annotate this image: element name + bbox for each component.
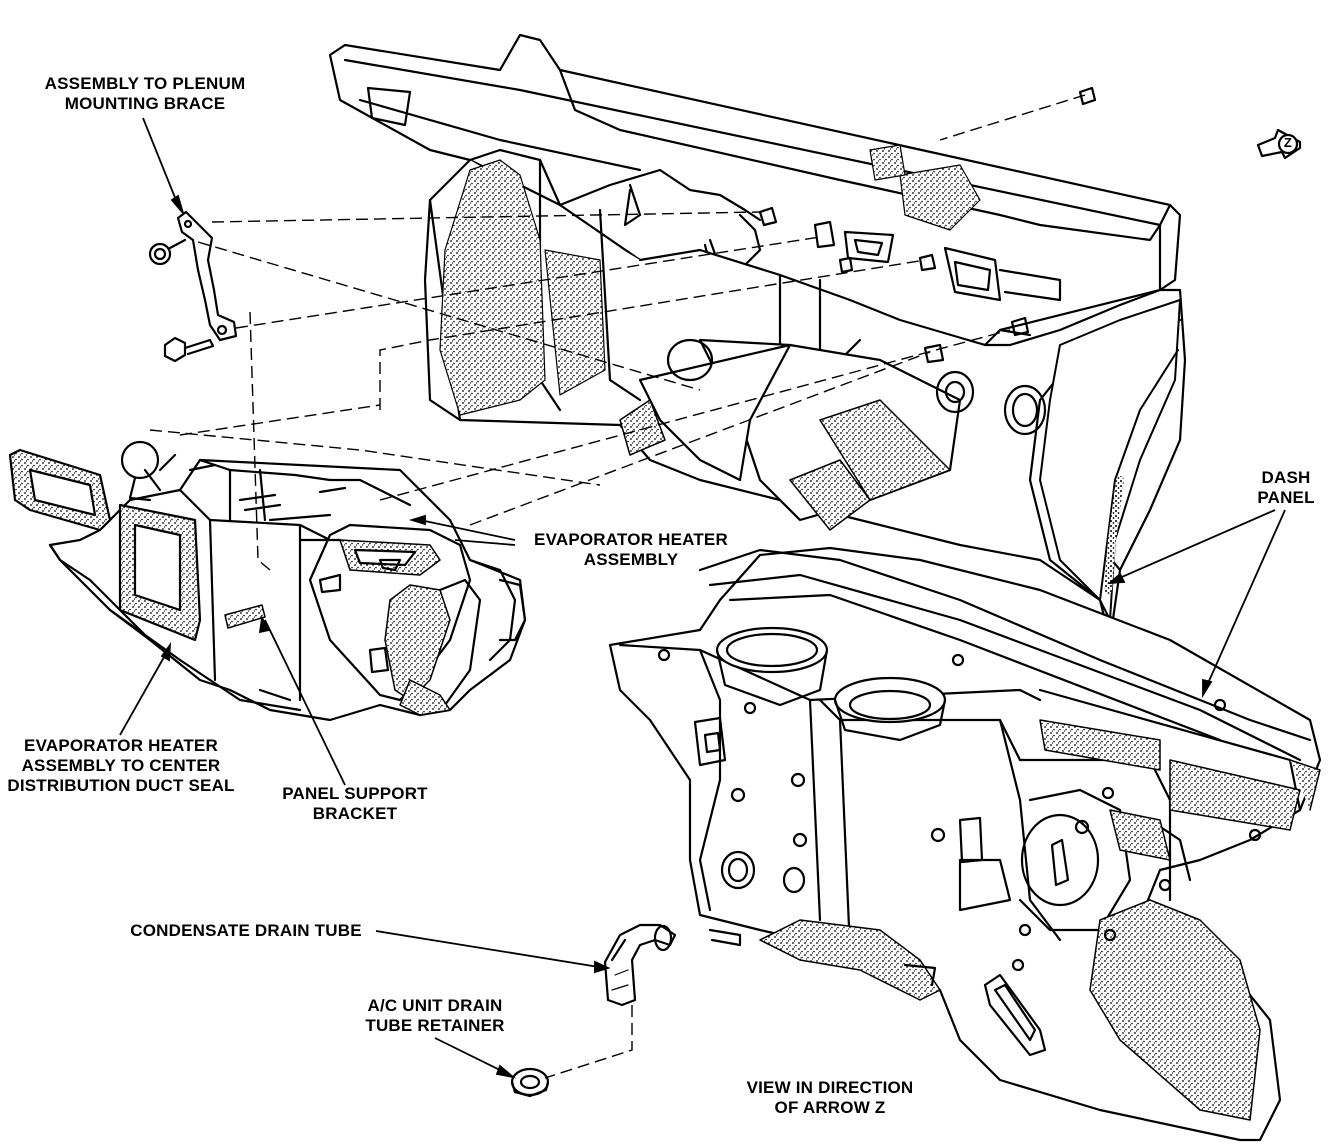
plenum-mounting-brace (148, 210, 238, 363)
label-view-direction: VIEW IN DIRECTION OF ARROW Z (730, 1078, 930, 1118)
label-plenum-brace-line1: ASSEMBLY TO PLENUM (44, 74, 246, 93)
label-evap-line1: EVAPORATOR HEATER (534, 530, 728, 549)
label-dash-line2: PANEL (1257, 488, 1315, 507)
label-plenum-brace: ASSEMBLY TO PLENUM MOUNTING BRACE (30, 74, 260, 114)
label-panel-support-line1: PANEL SUPPORT (282, 784, 428, 803)
label-retainer-line2: TUBE RETAINER (365, 1016, 505, 1035)
label-dash-line1: DASH (1261, 468, 1311, 487)
label-duct-seal-line3: DISTRIBUTION DUCT SEAL (7, 776, 235, 795)
label-view-line2: OF ARROW Z (774, 1098, 886, 1117)
dash-panel-upper (328, 33, 1187, 642)
leader-lines (119, 117, 1286, 1079)
label-duct-seal-line1: EVAPORATOR HEATER (24, 736, 218, 755)
arrow-z-letter: Z (1279, 134, 1297, 152)
arrow-z-shape (1256, 128, 1302, 160)
label-duct-seal-line2: ASSEMBLY TO CENTER (21, 756, 221, 775)
label-drain-tube-retainer: A/C UNIT DRAIN TUBE RETAINER (350, 996, 520, 1036)
label-evap-line2: ASSEMBLY (583, 550, 679, 569)
label-drain-tube-text: CONDENSATE DRAIN TUBE (130, 921, 362, 940)
assembly-lines (149, 94, 1086, 1079)
condensate-drain-tube-part (510, 923, 677, 1098)
label-plenum-brace-line2: MOUNTING BRACE (64, 94, 226, 113)
dash-panel-lower (608, 546, 1322, 1142)
label-retainer-line1: A/C UNIT DRAIN (367, 996, 503, 1015)
label-duct-seal: EVAPORATOR HEATER ASSEMBLY TO CENTER DIS… (0, 736, 242, 796)
label-evaporator-heater-assembly: EVAPORATOR HEATER ASSEMBLY (520, 530, 742, 570)
label-panel-support-line2: BRACKET (312, 804, 398, 823)
label-condensate-drain-tube: CONDENSATE DRAIN TUBE (118, 921, 374, 941)
label-panel-support-bracket: PANEL SUPPORT BRACKET (270, 784, 440, 824)
label-view-line1: VIEW IN DIRECTION (746, 1078, 914, 1097)
label-dash-panel: DASH PANEL (1246, 468, 1326, 508)
arrow-z-text: Z (1283, 135, 1293, 150)
evaporator-heater-unit (8, 440, 527, 722)
